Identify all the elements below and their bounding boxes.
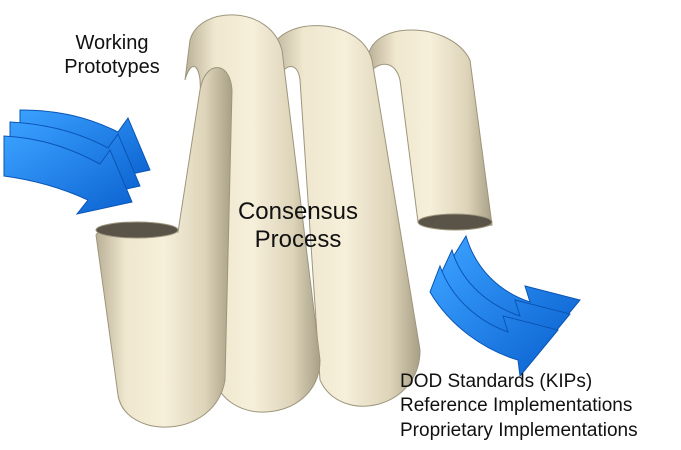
output-item: Proprietary Implementations xyxy=(400,419,638,441)
center-label-line-2: Process xyxy=(254,226,342,254)
output-arrows xyxy=(429,234,581,378)
input-label-line-1: Working xyxy=(75,32,149,54)
output-item: Reference Implementations xyxy=(400,395,633,417)
input-arrow xyxy=(3,135,133,215)
output-arrow xyxy=(429,264,559,378)
coil-loop-1 xyxy=(95,67,233,428)
coil-exit-opening xyxy=(417,213,493,231)
coil-shape xyxy=(95,14,493,428)
center-label: Consensus Process xyxy=(228,198,368,255)
input-label: Working Prototypes xyxy=(52,32,172,79)
output-list: DOD Standards (KIPs) Reference Implement… xyxy=(400,370,638,443)
coil-loop-3 xyxy=(269,25,421,407)
center-label-line-1: Consensus xyxy=(237,198,359,225)
input-label-line-2: Prototypes xyxy=(64,55,160,78)
coil-entry-opening xyxy=(95,221,179,239)
input-arrows xyxy=(3,109,151,215)
output-item: DOD Standards (KIPs) xyxy=(400,371,593,392)
